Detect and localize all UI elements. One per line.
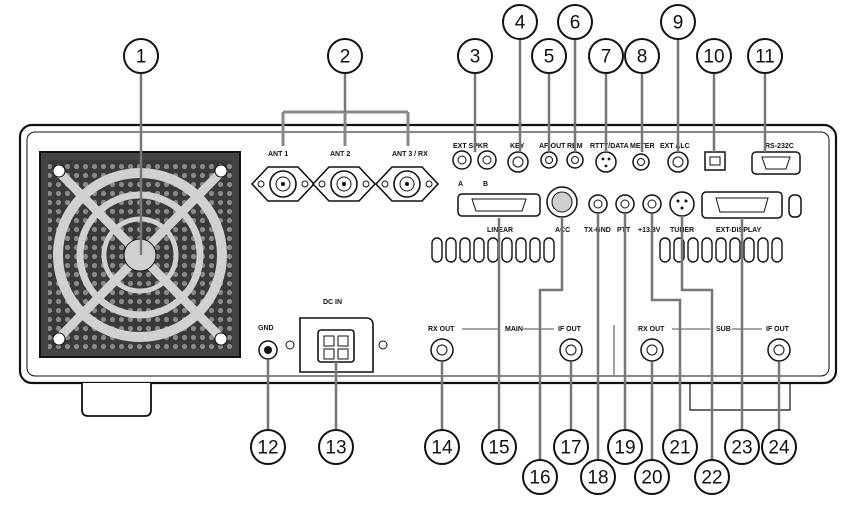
svg-text:4: 4 (515, 13, 526, 34)
ant3-connector (374, 166, 440, 202)
svg-text:14: 14 (431, 438, 453, 459)
callout-8: 8 (624, 38, 660, 74)
ant2-label: ANT 2 (330, 151, 350, 158)
callout-18: 18 (580, 459, 616, 495)
rx-out-main-label: RX OUT (428, 326, 455, 333)
spkr-a-label: A (458, 181, 463, 188)
callout-19: 19 (607, 429, 643, 465)
callout-14: 14 (424, 429, 460, 465)
callout-7: 7 (588, 38, 624, 74)
rx-out-sub-label: RX OUT (638, 326, 665, 333)
svg-text:22: 22 (701, 468, 722, 489)
upper-jacks: EXT SPKR A B KEY AF-OUT REM RTTY/DATA ME… (452, 143, 801, 188)
callout-2: 2 (327, 38, 363, 74)
svg-text:9: 9 (673, 13, 684, 34)
callout-15: 15 (481, 429, 517, 465)
svg-text:11: 11 (755, 47, 775, 68)
svg-text:2: 2 (340, 47, 351, 68)
callout-1: 1 (123, 38, 159, 74)
svg-text:8: 8 (637, 47, 648, 68)
if-out-main-label: IF OUT (558, 326, 582, 333)
main-label: MAIN (505, 326, 523, 333)
svg-text:17: 17 (560, 438, 581, 459)
callout-12: 12 (250, 429, 286, 465)
svg-text:3: 3 (470, 47, 481, 68)
spkr-b-label: B (483, 181, 488, 188)
lower-jacks: LINEAR ACC TX-GND PTT +13.8V TUNER EXT-D… (457, 186, 802, 234)
antenna-connectors: ANT 1 ANT 2 ANT 3 / RX (250, 110, 440, 202)
ext-spkr-label: EXT SPKR (453, 143, 488, 150)
callout-21: 21 (662, 429, 698, 465)
af-out-label: AF-OUT (539, 143, 566, 150)
svg-text:23: 23 (731, 438, 752, 459)
key-label: KEY (510, 143, 525, 150)
callout-11: 11 (747, 38, 783, 74)
power-section: GND DC IN (258, 299, 388, 373)
callout-24: 24 (761, 429, 797, 465)
callouts: 1 2 3 4 5 6 7 8 9 10 11 12 13 14 15 16 1… (123, 4, 797, 495)
callout-16: 16 (522, 459, 558, 495)
svg-text:18: 18 (587, 468, 608, 489)
svg-text:20: 20 (641, 468, 662, 489)
callout-23: 23 (724, 429, 760, 465)
svg-text:1: 1 (136, 47, 147, 68)
ant3-label: ANT 3 / RX (392, 151, 428, 158)
callout-22: 22 (694, 459, 730, 495)
callout-4: 4 (502, 4, 538, 40)
svg-text:10: 10 (703, 47, 724, 68)
svg-text:13: 13 (325, 438, 346, 459)
svg-text:15: 15 (488, 438, 509, 459)
callout-20: 20 (634, 459, 670, 495)
callout-17: 17 (553, 429, 589, 465)
ant2-connector (311, 166, 377, 202)
svg-text:19: 19 (614, 438, 635, 459)
svg-text:5: 5 (544, 47, 555, 68)
svg-text:24: 24 (768, 438, 790, 459)
svg-text:12: 12 (257, 438, 278, 459)
callout-3: 3 (457, 38, 493, 74)
svg-text:6: 6 (570, 13, 581, 34)
plus138v-label: +13.8V (638, 227, 661, 234)
rs232c-label: RS-232C (765, 143, 794, 150)
ext-display-label: EXT-DISPLAY (716, 227, 762, 234)
svg-text:21: 21 (669, 438, 690, 459)
callout-13: 13 (318, 429, 354, 465)
callout-10: 10 (696, 38, 732, 74)
ant1-label: ANT 1 (268, 151, 288, 158)
vent-slots (431, 237, 783, 263)
rx-if-outputs: RX OUT MAIN IF OUT RX OUT SUB IF OUT (428, 325, 791, 375)
rtty-data-label: RTTY/DATA (590, 143, 629, 150)
leader-lines (139, 40, 781, 460)
svg-text:16: 16 (529, 468, 550, 489)
callout-5: 5 (531, 38, 567, 74)
gnd-label: GND (258, 325, 274, 332)
dc-in-label: DC IN (323, 299, 342, 306)
ext-alc-label: EXT ALC (660, 143, 690, 150)
if-out-sub-label: IF OUT (766, 326, 790, 333)
ant1-connector (250, 166, 316, 202)
callout-6: 6 (557, 4, 593, 40)
callout-9: 9 (660, 4, 696, 40)
svg-text:7: 7 (601, 47, 612, 68)
sub-label: SUB (716, 326, 731, 333)
